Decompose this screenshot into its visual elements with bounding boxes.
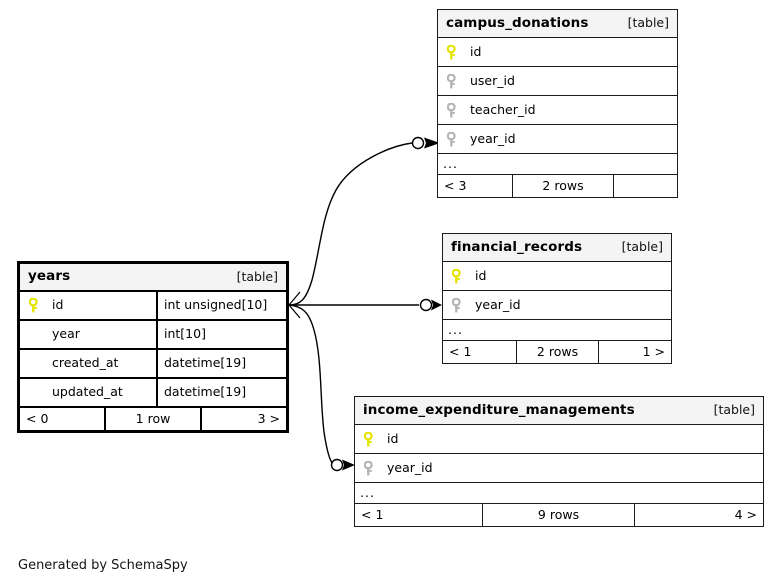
cardinality-zero-income_expenditure_managements [330, 458, 344, 472]
table-footer: < 1 9 rows 4 > [355, 504, 763, 526]
footer-row-count: 2 rows [513, 175, 614, 197]
table-row[interactable]: id [438, 38, 677, 67]
generated-by-note: Generated by SchemaSpy [18, 558, 188, 573]
arrowhead-financial_records [431, 299, 442, 311]
footer-children-count[interactable]: 3 > [257, 410, 280, 426]
column-name-cell: user_id [438, 67, 677, 95]
foreign-key-icon [445, 73, 461, 89]
table-row[interactable]: year_id [355, 454, 763, 483]
footer-parents-count[interactable]: < 0 [20, 408, 106, 430]
table-row[interactable]: created_at datetime[19] [20, 350, 286, 379]
no-key-icon [27, 327, 43, 343]
no-key-icon [27, 356, 43, 372]
foreign-key-icon [362, 460, 378, 476]
column-name: year_id [475, 296, 521, 312]
column-name: id [52, 297, 64, 313]
column-name: year_id [470, 130, 516, 146]
table-kind-label: [table] [713, 402, 755, 418]
column-name: updated_at [52, 384, 123, 400]
table-kind-label: [table] [621, 239, 663, 255]
table-footer: < 1 2 rows 1 > [443, 341, 671, 363]
column-name-cell: year_id [438, 125, 677, 153]
footer-row-count: 9 rows [483, 504, 635, 526]
table-row[interactable]: id [443, 262, 671, 291]
table-years[interactable]: years [table] id int unsigned[10] year [17, 261, 289, 433]
table-title: campus_donations [446, 14, 589, 31]
table-header-income_expenditure_managements: income_expenditure_managements [table] [355, 397, 763, 425]
table-row[interactable]: user_id [438, 67, 677, 96]
column-name-cell: id [438, 38, 677, 66]
table-kind-label: [table] [236, 268, 278, 284]
table-title: financial_records [451, 238, 583, 255]
column-name: user_id [470, 72, 515, 88]
table-header-years: years [table] [20, 264, 286, 292]
cardinality-zero-campus_donations [411, 136, 425, 150]
table-kind-label: [table] [627, 15, 669, 31]
column-name-cell: year [20, 321, 156, 348]
column-name-cell: year_id [355, 454, 763, 482]
table-footer: < 3 2 rows [438, 175, 677, 197]
primary-key-icon [450, 268, 466, 284]
table-row[interactable]: year_id [438, 125, 677, 154]
footer-children-count[interactable]: 4 > [734, 506, 757, 522]
table-header-financial_records: financial_records [table] [443, 234, 671, 262]
footer-row-count: 2 rows [517, 341, 599, 363]
table-row[interactable]: updated_at datetime[19] [20, 379, 286, 408]
footer-parents-count[interactable]: < 1 [443, 341, 517, 363]
column-name: teacher_id [470, 101, 536, 117]
column-name-cell: id [443, 262, 671, 290]
foreign-key-icon [445, 131, 461, 147]
column-name: id [387, 430, 399, 446]
column-name-cell: created_at [20, 350, 156, 377]
table-title: income_expenditure_managements [363, 401, 635, 418]
table-row[interactable]: id [355, 425, 763, 454]
column-name-cell: year_id [443, 291, 671, 319]
column-type: int[10] [156, 321, 286, 348]
table-campus_donations[interactable]: campus_donations [table] id [437, 9, 678, 198]
table-header-campus_donations: campus_donations [table] [438, 10, 677, 38]
more-columns-indicator: ... [443, 320, 671, 341]
column-name-cell: updated_at [20, 379, 156, 406]
footer-children-count[interactable] [614, 175, 677, 197]
no-key-icon [27, 385, 43, 401]
more-columns-indicator: ... [438, 154, 677, 175]
column-type: datetime[19] [156, 350, 286, 377]
footer-parents-count[interactable]: < 3 [438, 175, 513, 197]
primary-key-icon [445, 44, 461, 60]
column-name-cell: id [20, 292, 156, 319]
column-name-cell: id [355, 425, 763, 453]
footer-parents-count[interactable]: < 1 [355, 504, 483, 526]
column-name: year [52, 326, 80, 342]
table-footer: < 0 1 row 3 > [20, 408, 286, 430]
footer-children-count[interactable]: 1 > [642, 343, 665, 359]
table-financial_records[interactable]: financial_records [table] id [442, 233, 672, 364]
more-columns-indicator: ... [355, 483, 763, 504]
column-name: id [470, 43, 482, 59]
column-name: year_id [387, 459, 433, 475]
table-title: years [28, 268, 71, 285]
primary-key-icon [362, 431, 378, 447]
column-name: id [475, 267, 487, 283]
column-name: created_at [52, 355, 119, 371]
table-income_expenditure_managements[interactable]: income_expenditure_managements [table] i… [354, 396, 764, 527]
crowsfoot-years-origin [288, 291, 301, 319]
column-type: datetime[19] [156, 379, 286, 406]
foreign-key-icon [445, 102, 461, 118]
table-row[interactable]: teacher_id [438, 96, 677, 125]
edge-years-income_expenditure_managements [288, 304, 334, 465]
footer-row-count: 1 row [106, 408, 202, 430]
column-name-cell: teacher_id [438, 96, 677, 124]
foreign-key-icon [450, 297, 466, 313]
edge-years-campus_donations [288, 142, 413, 306]
column-type: int unsigned[10] [156, 292, 286, 319]
table-row[interactable]: year_id [443, 291, 671, 320]
table-row[interactable]: id int unsigned[10] [20, 292, 286, 321]
primary-key-icon [27, 298, 43, 314]
cardinality-zero-financial_records [419, 298, 433, 312]
table-row[interactable]: year int[10] [20, 321, 286, 350]
